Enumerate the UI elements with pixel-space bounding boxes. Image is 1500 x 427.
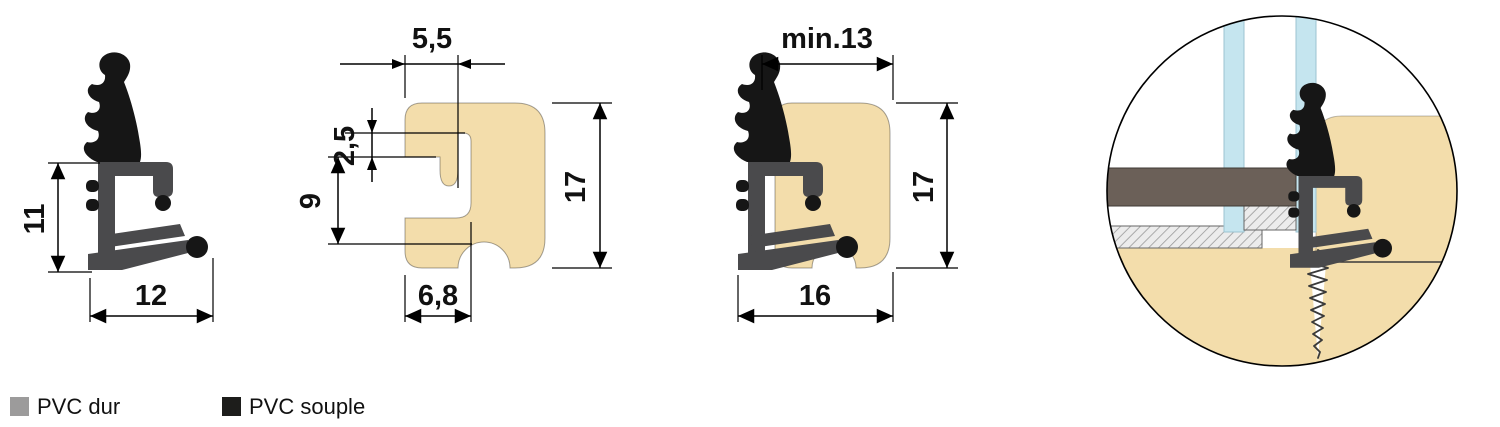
seal-profile-instance (83, 52, 208, 270)
panel-installation-detail (1106, 15, 1458, 367)
dimension-label: 17 (560, 171, 592, 203)
arrowhead (458, 59, 471, 69)
dimension-12: 12 (89, 258, 214, 324)
legend-swatch-pvc-souple (222, 397, 241, 416)
dimension-6-8: 6,8 (404, 222, 472, 324)
screw-thread (1307, 249, 1329, 359)
detail-circle-outline (1106, 15, 1458, 367)
legend: PVC dur PVC souple (10, 394, 365, 419)
glazing-spacer (1243, 205, 1297, 231)
panel-assembled-profile: min.13 17 16 (733, 23, 958, 324)
panel-bar (1107, 167, 1297, 207)
arrowhead (392, 59, 405, 69)
dimension-16: 16 (737, 272, 894, 324)
groove-body (404, 102, 546, 269)
arrowhead (367, 120, 377, 133)
dimension-label: 16 (799, 280, 831, 312)
dimension-9: 9 (295, 157, 472, 245)
dimension-label: 11 (19, 204, 51, 235)
dimension-5-5: 5,5 (340, 23, 505, 188)
dimension-min13: min.13 (761, 23, 894, 100)
dimension-label: 9 (295, 193, 327, 209)
legend-label-pvc-souple: PVC souple (249, 394, 365, 419)
setting-block-hatched (1107, 225, 1263, 249)
panel-groove-profile: 5,5 2,5 9 17 6,8 (295, 23, 612, 324)
dimension-label: 2,5 (329, 126, 361, 166)
dimension-17-assembled: 17 (896, 102, 958, 269)
dimension-label: 5,5 (412, 23, 452, 55)
assembled-groove-body (774, 102, 891, 269)
dimension-label: 12 (135, 280, 167, 312)
dimension-11: 11 (19, 162, 100, 273)
legend-label-pvc-dur: PVC dur (37, 394, 120, 419)
dimension-label: min.13 (781, 23, 873, 55)
dimension-17-groove: 17 (552, 102, 612, 269)
dimension-label: 6,8 (418, 280, 458, 312)
arrowhead (367, 157, 377, 170)
dimension-label: 17 (908, 171, 940, 203)
legend-swatch-pvc-dur (10, 397, 29, 416)
panel-seal-profile: 11 12 (19, 52, 214, 324)
